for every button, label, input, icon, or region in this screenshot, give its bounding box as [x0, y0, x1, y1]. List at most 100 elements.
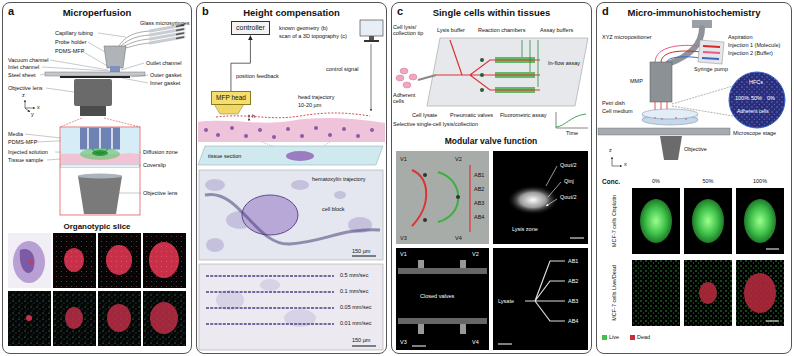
organotypic-micrograph: [98, 291, 141, 346]
cisplatin-micrograph: [632, 188, 784, 254]
lysate-routing-micrograph: [493, 248, 588, 350]
microfluidic-chip: [556, 112, 588, 128]
mmp-probe: [650, 62, 672, 102]
microscope-stage: [74, 79, 112, 106]
lysis-micrograph: [570, 238, 584, 239]
box-label: controller: [236, 24, 265, 32]
part-label: Cell lysis/ collection tip: [393, 24, 435, 37]
syringe-pump: [703, 46, 720, 47]
petri-dish: [654, 117, 687, 120]
speed-micrograph: [260, 279, 280, 291]
legend-item: Live: [602, 334, 619, 340]
connector-arrow: [231, 35, 250, 91]
legend-text: Dead: [637, 334, 650, 340]
microfluidic-chip: [409, 74, 417, 80]
part-label: AB1: [474, 172, 484, 178]
microsyringes: [119, 25, 184, 49]
valve-micrograph: [423, 173, 460, 222]
tissue-layer: [314, 126, 318, 130]
petri-dish: [642, 109, 698, 119]
part-label: AB4: [474, 214, 484, 220]
tissue-layer: [204, 128, 208, 132]
valve-micrograph: [412, 170, 426, 226]
part-label: Injection 2 (Buffer): [728, 50, 773, 56]
part-label: Pneumatic valves: [450, 112, 493, 118]
glass-slide: [286, 151, 314, 161]
syringe-pump: [698, 40, 724, 64]
part-label: Reaction chambers: [478, 27, 525, 33]
part-label: Objective lens: [143, 190, 178, 196]
part-label: V2: [455, 156, 462, 162]
mmp-probe: [655, 102, 667, 110]
image-annotation: Qout/2: [560, 162, 577, 168]
part-label: Injection 1 (Molecule): [728, 42, 780, 48]
part-label: 150 µm: [352, 248, 370, 254]
organotypic-micrograph: [8, 291, 51, 346]
part-label: tissue section: [208, 153, 241, 159]
image-annotation: Adherent cells: [737, 109, 769, 115]
zoom-inset: [80, 148, 120, 160]
image-annotation: 100%: [735, 95, 749, 101]
tissue-layer: [370, 128, 374, 132]
part-label: 50%: [702, 178, 713, 184]
hematoxylin-micrograph: [205, 179, 225, 191]
live-dead-micrograph: [684, 260, 732, 326]
tissue-layer: [216, 113, 370, 118]
cisplatin-micrograph: [736, 188, 784, 254]
part-label: control signal: [326, 66, 358, 72]
part-label: Steel sheet: [8, 72, 36, 78]
part-label: XYZ micropositioner: [602, 34, 652, 40]
part-label: Objective lens: [8, 85, 43, 91]
organotypic-micrograph: [107, 304, 131, 332]
legend-text: Live: [609, 334, 619, 340]
hfc-zoom-circle: [729, 72, 785, 128]
microfluidic-chip: [556, 114, 586, 127]
cisplatin-micrograph: [692, 199, 724, 243]
microscope-stage: [60, 76, 130, 78]
organotypic-micrograph: [143, 291, 186, 346]
part-label: Time: [566, 130, 578, 136]
part-label: 0.05 mm/sec: [340, 304, 371, 310]
closed-valve-micrograph: [418, 260, 424, 268]
part-label: Outlet channel: [146, 60, 181, 66]
microfluidic-chip: [480, 58, 484, 62]
legend-item: Dead: [630, 334, 650, 340]
part-label: 0.5 mm/sec: [340, 272, 368, 278]
axis-arrows: [612, 166, 622, 167]
part-label: Microscope stage: [733, 130, 776, 136]
organotypic-micrograph: [98, 233, 141, 288]
syringe-pump: [702, 58, 719, 59]
organotypic-micrograph: [98, 291, 141, 346]
hfc-zoom-circle: [729, 72, 785, 128]
tissue-layer: [216, 133, 220, 137]
hematoxylin-micrograph: [291, 180, 309, 190]
microsyringes: [176, 25, 184, 38]
cisplatin-micrograph: [640, 199, 672, 243]
lysis-micrograph: [493, 151, 588, 244]
panel-title: Height compensation: [197, 7, 386, 18]
part-label: 0%: [652, 178, 660, 184]
valve-micrograph: [456, 195, 460, 199]
microfluidic-chip: [522, 40, 538, 87]
organotypic-micrograph: [8, 291, 51, 346]
panel-letter: d: [602, 5, 609, 17]
tubing: [655, 45, 700, 62]
part-label: Diffusion zone: [143, 149, 178, 155]
microfluidic-chip: [480, 88, 484, 92]
image-annotation: Lysis zone: [512, 226, 538, 232]
petri-dish: [685, 118, 687, 120]
live-dead-micrograph: [699, 282, 717, 304]
part-label: Cell medium: [602, 108, 633, 114]
part-label: 100%: [753, 178, 767, 184]
speed-micrograph: [216, 290, 244, 310]
hematoxylin-micrograph: [352, 256, 376, 257]
microfluidic-chip: [480, 58, 484, 92]
part-label: Tissue sample: [8, 157, 43, 163]
image-annotation: V3: [400, 339, 407, 345]
box-label: MFP head: [216, 94, 246, 102]
microfluidic-chip: [403, 82, 411, 88]
part-label: V3: [400, 235, 407, 241]
organotypic-micrograph: [53, 291, 96, 346]
microfluidic-chip: [396, 68, 417, 88]
part-label: Adherent cells: [393, 92, 423, 105]
